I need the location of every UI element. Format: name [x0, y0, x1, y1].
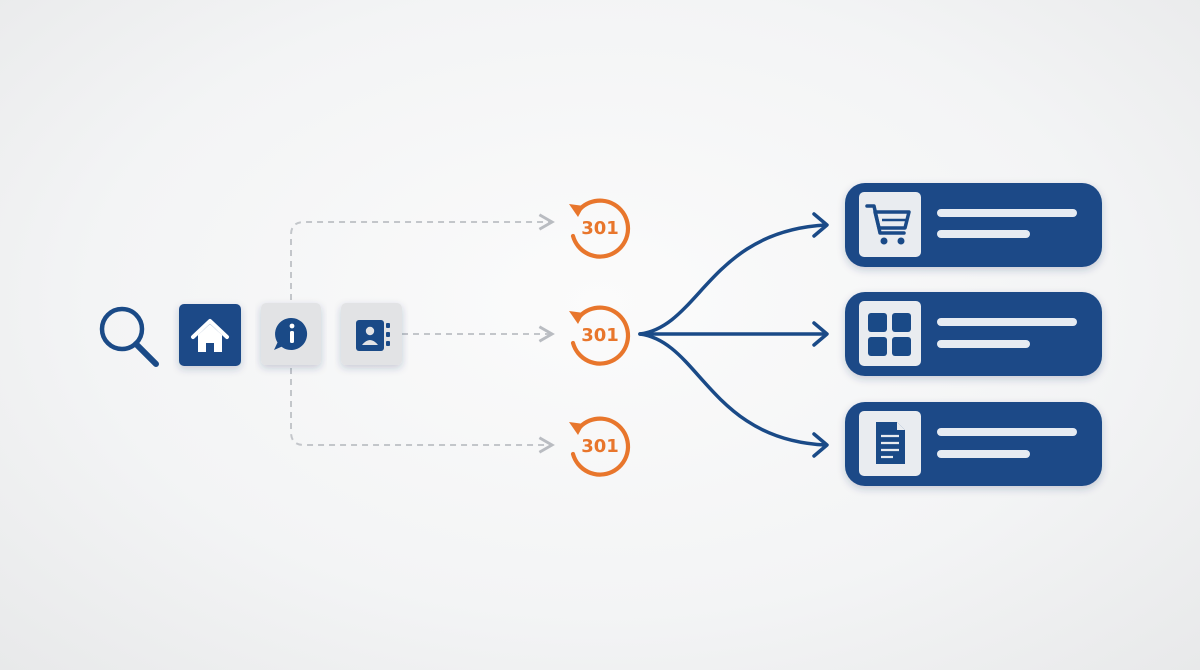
content-page-card — [845, 402, 1102, 486]
redirect-arrow-icon — [569, 305, 631, 366]
shop-page-card — [845, 183, 1102, 267]
home-tile — [179, 304, 241, 366]
card-text-line — [937, 340, 1030, 348]
contacts-book-icon — [356, 320, 390, 351]
info-tile — [261, 303, 321, 365]
home-icon — [191, 319, 229, 352]
search-icon — [99, 306, 159, 367]
contacts-tile — [341, 303, 402, 365]
redirect-code-2: 301 — [581, 325, 619, 346]
card-text-line — [937, 230, 1030, 238]
connector-bottom — [290, 368, 555, 454]
document-icon — [876, 422, 905, 464]
card-text-line — [937, 428, 1077, 436]
route-arrowhead-middle — [812, 321, 829, 347]
card-text-line — [937, 209, 1077, 217]
redirect-arrow-icon — [569, 198, 631, 259]
route-arrowhead-top — [812, 212, 829, 238]
routing-arrows — [638, 212, 829, 458]
redirect-badge-1: 301 — [569, 198, 631, 259]
redirect-code-3: 301 — [581, 436, 619, 457]
connector-top — [290, 213, 555, 300]
route-line-top — [638, 223, 828, 336]
info-chat-icon — [274, 317, 308, 350]
card-text-line — [937, 450, 1030, 458]
redirect-badge-3: 301 — [569, 416, 631, 477]
card-text-line — [937, 318, 1077, 326]
route-line-bottom — [638, 332, 828, 447]
shopping-cart-icon — [865, 204, 911, 245]
redirect-arrow-icon — [569, 416, 631, 477]
redirect-badge-2: 301 — [569, 305, 631, 366]
grid-icon — [868, 313, 911, 356]
dashed-connectors — [290, 213, 555, 454]
category-page-card — [845, 292, 1102, 376]
redirect-code-1: 301 — [581, 218, 619, 239]
route-arrowhead-bottom — [812, 432, 829, 458]
